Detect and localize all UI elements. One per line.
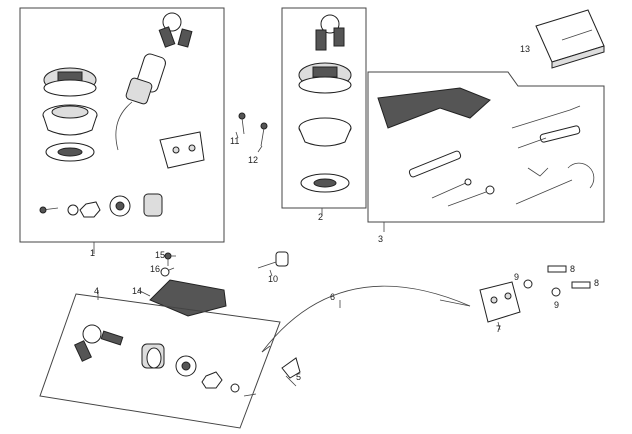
tool-pouch xyxy=(377,87,491,129)
group-4-box xyxy=(39,293,281,429)
callout-14: 14 xyxy=(132,286,142,296)
screwdriver xyxy=(511,105,581,149)
key-10 xyxy=(257,251,289,269)
clip-5 xyxy=(281,357,301,379)
callout-13: 13 xyxy=(520,44,530,54)
callout-16: 16 xyxy=(150,264,160,274)
switch-bracket xyxy=(159,131,205,169)
cable-6 xyxy=(261,285,471,353)
group-4-small-parts xyxy=(230,383,257,397)
callout-9-b: 9 xyxy=(554,300,559,310)
callout-8-a: 8 xyxy=(570,264,575,274)
group-4-lock-cylinder xyxy=(141,343,165,369)
group-2-keys xyxy=(315,14,345,51)
group-1-hardware xyxy=(39,193,163,218)
fuel-cap-base xyxy=(42,104,98,136)
callout-2: 2 xyxy=(318,212,323,222)
callout-1: 1 xyxy=(90,248,95,258)
group-4-keys xyxy=(74,324,124,362)
callout-10: 10 xyxy=(268,274,278,284)
ignition-keys xyxy=(158,12,193,48)
group-4-washer xyxy=(175,355,197,377)
callout-15: 15 xyxy=(155,250,165,260)
group-2-gasket xyxy=(300,173,350,193)
callout-6: 6 xyxy=(330,292,335,302)
washer-16 xyxy=(160,267,170,277)
screw-11 xyxy=(238,112,246,135)
fuel-cap-lid xyxy=(43,67,97,97)
callout-4: 4 xyxy=(94,286,99,296)
group-1-box xyxy=(19,7,225,243)
hex-key xyxy=(527,167,549,177)
ignition-switch xyxy=(115,53,166,151)
callout-12: 12 xyxy=(248,155,258,165)
callout-8-b: 8 xyxy=(594,278,599,288)
cover-14 xyxy=(149,279,227,317)
owner-manual-book xyxy=(535,9,605,69)
callout-5: 5 xyxy=(296,372,301,382)
group-2-cap-base xyxy=(298,117,352,147)
small-screwdriver xyxy=(431,178,472,199)
screw-8-a xyxy=(547,265,567,273)
callout-11: 11 xyxy=(230,136,239,146)
group-4-nut xyxy=(201,371,223,389)
hook-spanner xyxy=(515,162,595,205)
callout-7: 7 xyxy=(496,324,501,334)
group-2-box xyxy=(281,7,367,209)
group-2-fuel-cap xyxy=(298,62,352,94)
bracket-7 xyxy=(479,281,521,323)
gasket-ring xyxy=(45,142,95,162)
screw-15 xyxy=(164,252,172,266)
leader-lines xyxy=(93,131,501,387)
spark-plug-wrench xyxy=(408,150,462,178)
group-3-toolkit-box xyxy=(367,71,605,223)
open-end-wrench xyxy=(447,185,495,207)
callout-3: 3 xyxy=(378,234,383,244)
screw-8-b xyxy=(571,281,591,289)
washer-9-b xyxy=(551,287,561,297)
callout-9-a: 9 xyxy=(514,272,519,282)
washer-9-a xyxy=(523,279,533,289)
screw-12 xyxy=(260,122,268,147)
